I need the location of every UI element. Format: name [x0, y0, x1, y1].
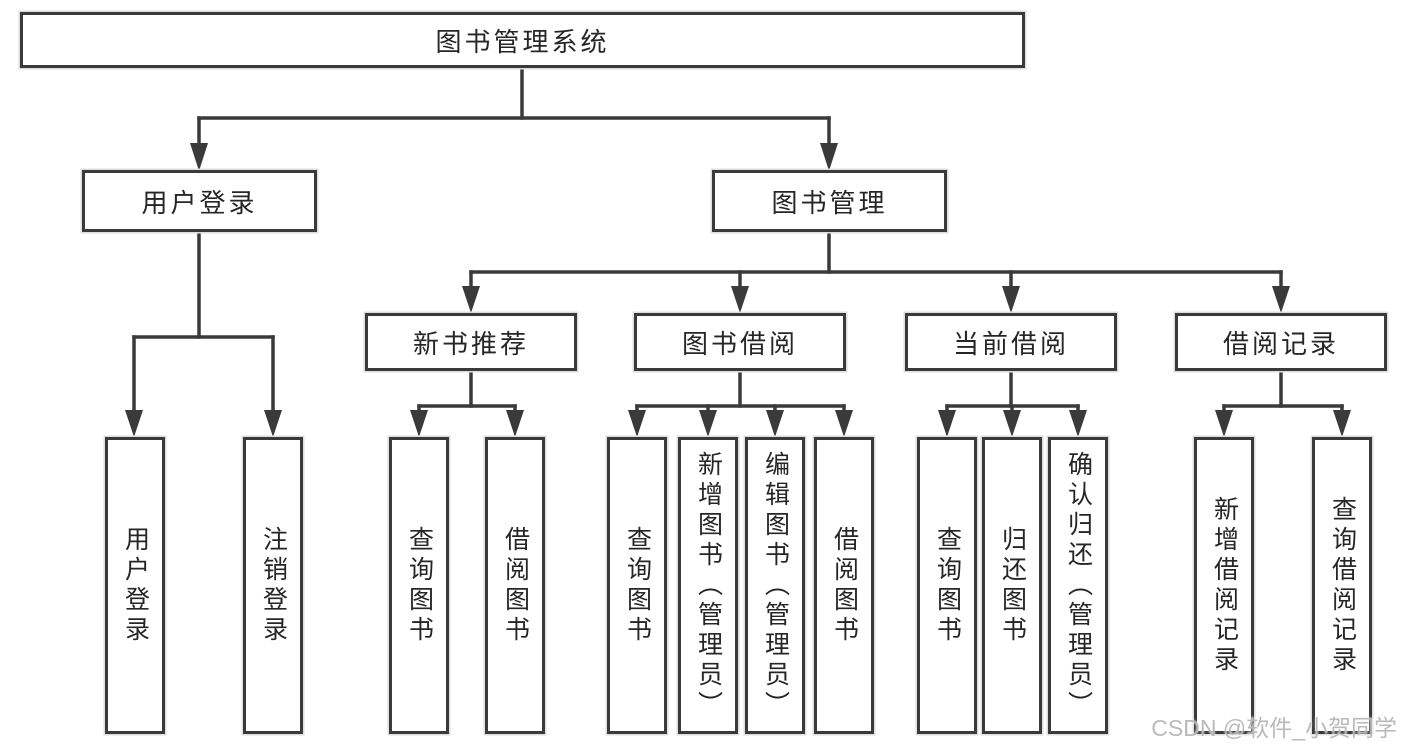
- node-book-borrow: 图书借阅: [634, 313, 846, 371]
- leaf-borrow-books: 借阅图书: [814, 437, 874, 734]
- arrow-icon: [731, 286, 749, 313]
- leaf-query-books-recommend-label: 查询图书: [405, 525, 434, 646]
- arrow-icon: [125, 410, 143, 437]
- node-borrow-records: 借阅记录: [1175, 313, 1387, 371]
- leaf-add-books-admin-label: 新增图书（管理员）: [694, 450, 723, 721]
- arrow-icon: [1333, 410, 1351, 437]
- leaf-user-login-label: 用户登录: [121, 525, 150, 646]
- leaf-query-books-borrow-label: 查询图书: [623, 525, 652, 646]
- node-root: 图书管理系统: [20, 12, 1025, 68]
- leaf-confirm-return-admin-label: 确认归还（管理员）: [1064, 450, 1093, 721]
- leaf-query-borrow-record: 查询借阅记录: [1312, 437, 1372, 734]
- arrow-icon: [835, 410, 853, 437]
- leaf-add-borrow-record: 新增借阅记录: [1194, 437, 1254, 734]
- leaf-query-books-borrow: 查询图书: [607, 437, 667, 734]
- leaf-query-books-recommend: 查询图书: [389, 437, 449, 734]
- leaf-logout: 注销登录: [243, 437, 303, 734]
- arrow-icon: [410, 410, 428, 437]
- arrow-icon: [1272, 286, 1290, 313]
- arrow-icon: [766, 410, 784, 437]
- arrow-icon: [1002, 286, 1020, 313]
- leaf-query-borrow-record-label: 查询借阅记录: [1328, 495, 1357, 676]
- arrow-icon: [1003, 410, 1021, 437]
- node-root-label: 图书管理系统: [435, 26, 610, 57]
- leaf-borrow-books-recommend-label: 借阅图书: [501, 525, 530, 646]
- node-book-borrow-label: 图书借阅: [681, 328, 798, 359]
- node-book-management: 图书管理: [712, 170, 947, 232]
- node-borrow-records-label: 借阅记录: [1222, 328, 1339, 359]
- node-current-borrow: 当前借阅: [905, 313, 1117, 371]
- node-user-login: 用户登录: [82, 170, 317, 232]
- arrow-icon: [190, 143, 208, 171]
- leaf-add-borrow-record-label: 新增借阅记录: [1210, 495, 1239, 676]
- leaf-edit-books-admin: 编辑图书（管理员）: [745, 437, 805, 734]
- leaf-add-books-admin: 新增图书（管理员）: [678, 437, 738, 734]
- arrow-icon: [699, 410, 717, 437]
- arrowheads: [125, 143, 1351, 437]
- leaf-return-books: 归还图书: [982, 437, 1042, 734]
- arrow-icon: [1069, 410, 1087, 437]
- leaf-return-books-label: 归还图书: [998, 525, 1027, 646]
- node-current-borrow-label: 当前借阅: [952, 328, 1069, 359]
- arrow-icon: [628, 410, 646, 437]
- arrow-icon: [506, 410, 524, 437]
- leaf-logout-label: 注销登录: [259, 525, 288, 646]
- leaf-user-login: 用户登录: [105, 437, 165, 734]
- leaf-query-books-current-label: 查询图书: [933, 525, 962, 646]
- leaf-edit-books-admin-label: 编辑图书（管理员）: [761, 450, 790, 721]
- node-new-book-recommend: 新书推荐: [365, 313, 577, 371]
- node-user-login-label: 用户登录: [141, 187, 258, 218]
- arrow-icon: [462, 286, 480, 313]
- node-book-management-label: 图书管理: [771, 187, 888, 218]
- leaf-confirm-return-admin: 确认归还（管理员）: [1048, 437, 1108, 734]
- arrow-icon: [820, 143, 838, 171]
- leaf-borrow-books-recommend: 借阅图书: [485, 437, 545, 734]
- arrow-icon: [938, 410, 956, 437]
- leaf-query-books-current: 查询图书: [917, 437, 977, 734]
- leaf-borrow-books-label: 借阅图书: [830, 525, 859, 646]
- watermark-text: CSDN @软件_小贺同学: [1151, 715, 1397, 741]
- arrow-icon: [264, 410, 282, 437]
- node-new-book-recommend-label: 新书推荐: [412, 328, 529, 359]
- arrow-icon: [1215, 410, 1233, 437]
